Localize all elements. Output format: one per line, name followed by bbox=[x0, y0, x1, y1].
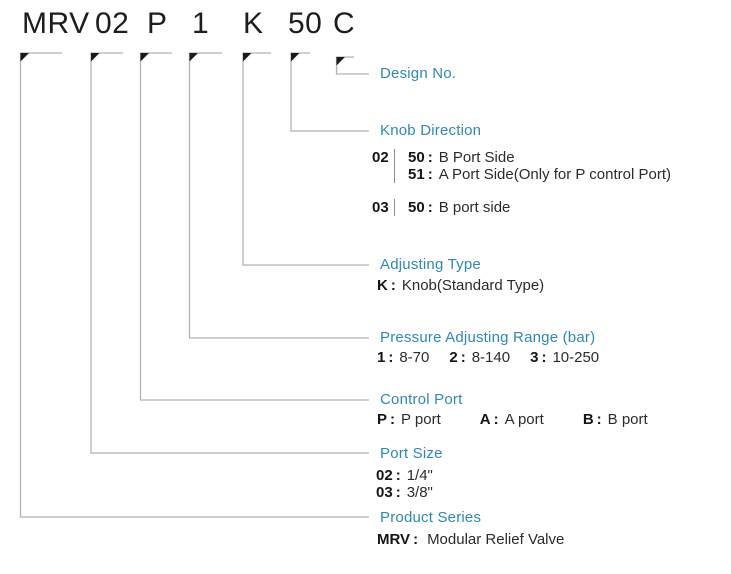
leader-line-control-port bbox=[139, 52, 369, 401]
option-desc: 1/4" bbox=[406, 467, 433, 484]
option-group-code: 02 bbox=[372, 149, 389, 166]
colon-separator: : bbox=[427, 199, 433, 216]
section-label-control-port: Control Port bbox=[380, 391, 463, 408]
option-code: 51 bbox=[408, 166, 425, 183]
option-desc: Modular Relief Valve bbox=[427, 531, 565, 548]
pressure-range-options: 1:8-70 2:8-140 3:10-250 bbox=[377, 349, 599, 366]
option-desc: Knob(Standard Type) bbox=[401, 277, 545, 294]
model-code-segment-control-port: P bbox=[147, 7, 168, 40]
option-desc: P port bbox=[401, 411, 441, 428]
colon-separator: : bbox=[596, 411, 602, 428]
option-desc: A port bbox=[504, 411, 544, 428]
option-code: 03 bbox=[376, 484, 393, 501]
option-desc: B port bbox=[607, 411, 648, 428]
leader-line-port-size bbox=[90, 52, 369, 454]
leader-line-pressure-range bbox=[188, 52, 369, 339]
model-code-segment-port-size: 02 bbox=[95, 7, 130, 40]
colon-separator: : bbox=[388, 349, 394, 366]
colon-separator: : bbox=[395, 467, 401, 484]
section-label-knob-direction: Knob Direction bbox=[380, 122, 482, 139]
option-line: 03:3/8" bbox=[376, 484, 433, 501]
option-group-code: 03 bbox=[372, 199, 389, 216]
option-code: 3 bbox=[530, 349, 539, 366]
colon-separator: : bbox=[493, 411, 499, 428]
option-line: 02:1/4" bbox=[376, 467, 433, 484]
colon-separator: : bbox=[395, 484, 401, 501]
colon-separator: : bbox=[460, 349, 466, 366]
option-code: B bbox=[582, 411, 594, 428]
control-port-options: P: P port A: A port B: B port bbox=[377, 411, 648, 428]
section-label-port-size: Port Size bbox=[380, 445, 443, 462]
option-group-list: 50: B Port Side 51: A Port Side(Only for P… bbox=[394, 149, 671, 183]
section-label-product-series: Product Series bbox=[380, 509, 482, 526]
option-code: 1 bbox=[377, 349, 386, 366]
model-code-segment-knob-direction: 50 bbox=[288, 7, 323, 40]
leader-line-knob-direction bbox=[290, 52, 369, 132]
corner-triangle-icon bbox=[140, 53, 149, 62]
corner-triangle-icon bbox=[91, 53, 100, 62]
section-label-design-no: Design No. bbox=[380, 65, 457, 82]
option-desc: B Port Side bbox=[438, 149, 515, 166]
option-item: A: A port bbox=[480, 411, 544, 428]
option-code: 02 bbox=[376, 467, 393, 484]
section-label-adjusting-type: Adjusting Type bbox=[380, 256, 481, 273]
corner-triangle-icon bbox=[189, 53, 198, 62]
colon-separator: : bbox=[390, 277, 396, 294]
option-item: 2:8-140 bbox=[449, 349, 510, 366]
option-item: 3:10-250 bbox=[530, 349, 599, 366]
option-line: 50: B Port Side bbox=[408, 149, 671, 166]
colon-separator: : bbox=[413, 531, 419, 548]
section-label-pressure-range: Pressure Adjusting Range (bar) bbox=[380, 329, 596, 346]
knob-direction-group-02: 02 50: B Port Side 51: A Port Side(Only fo… bbox=[372, 149, 671, 183]
option-code: A bbox=[479, 411, 491, 428]
option-item: P: P port bbox=[377, 411, 441, 428]
option-desc: 10-250 bbox=[552, 349, 600, 366]
option-line: 51: A Port Side(Only for P control Port) bbox=[408, 166, 671, 183]
model-code-segment-design-no: C bbox=[333, 7, 356, 40]
option-desc: 8-70 bbox=[399, 349, 430, 366]
option-code: 2 bbox=[449, 349, 458, 366]
model-code-segment-pressure-range: 1 bbox=[192, 7, 210, 40]
option-item: B: B port bbox=[583, 411, 648, 428]
leader-line-adjusting-type bbox=[242, 52, 369, 266]
option-desc: 3/8" bbox=[406, 484, 433, 501]
option-code: 50 bbox=[408, 199, 425, 216]
option-code: MRV bbox=[377, 531, 411, 548]
port-size-options: 02:1/4" 03:3/8" bbox=[376, 467, 433, 501]
knob-direction-group-03: 03 50: B port side bbox=[372, 199, 510, 216]
leader-line-product-series bbox=[19, 52, 369, 518]
leader-line-design-no bbox=[335, 56, 369, 75]
option-desc: B port side bbox=[438, 199, 511, 216]
option-line: 50: B port side bbox=[408, 199, 510, 216]
option-group-list: 50: B port side bbox=[394, 199, 510, 216]
option-desc: A Port Side(Only for P control Port) bbox=[438, 166, 672, 183]
colon-separator: : bbox=[427, 166, 433, 183]
option-desc: 8-140 bbox=[471, 349, 511, 366]
colon-separator: : bbox=[427, 149, 433, 166]
option-code: P bbox=[377, 411, 388, 428]
colon-separator: : bbox=[541, 349, 547, 366]
corner-triangle-icon bbox=[291, 53, 300, 62]
option-item: 1:8-70 bbox=[377, 349, 429, 366]
corner-triangle-icon bbox=[336, 57, 345, 66]
colon-separator: : bbox=[390, 411, 396, 428]
product-series-options: MRV: Modular Relief Valve bbox=[377, 531, 564, 548]
corner-triangle-icon bbox=[243, 53, 252, 62]
adjusting-type-options: K: Knob(Standard Type) bbox=[377, 277, 544, 294]
corner-triangle-icon bbox=[20, 53, 29, 62]
model-code-segment-mrv: MRV bbox=[22, 7, 90, 40]
model-code-segment-adjusting-type: K bbox=[243, 7, 264, 40]
option-code: K bbox=[377, 277, 388, 294]
option-code: 50 bbox=[408, 149, 425, 166]
